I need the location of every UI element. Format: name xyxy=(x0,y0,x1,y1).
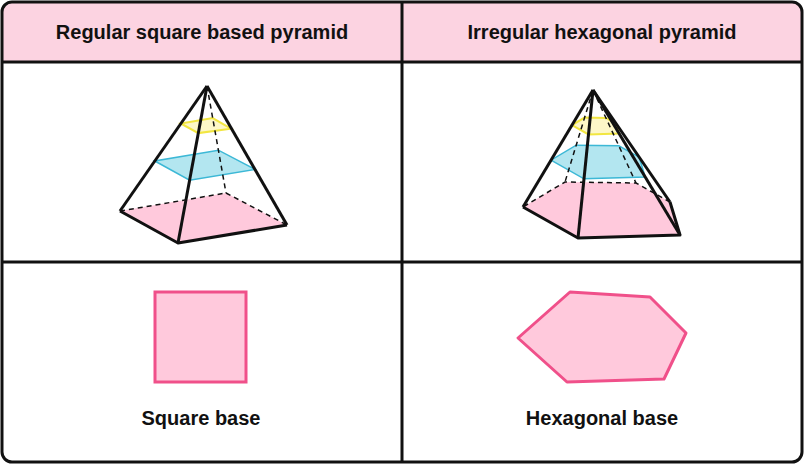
base-caption: Hexagonal base xyxy=(526,407,678,430)
column-header: Regular square based pyramid xyxy=(56,21,348,44)
column-header: Irregular hexagonal pyramid xyxy=(468,21,737,44)
base-caption: Square base xyxy=(142,407,261,430)
column-line xyxy=(401,2,404,462)
hexagonal-pyramid xyxy=(523,90,680,238)
square-pyramid xyxy=(120,86,287,243)
square-base xyxy=(155,292,246,382)
hexagonal-base xyxy=(518,292,686,382)
